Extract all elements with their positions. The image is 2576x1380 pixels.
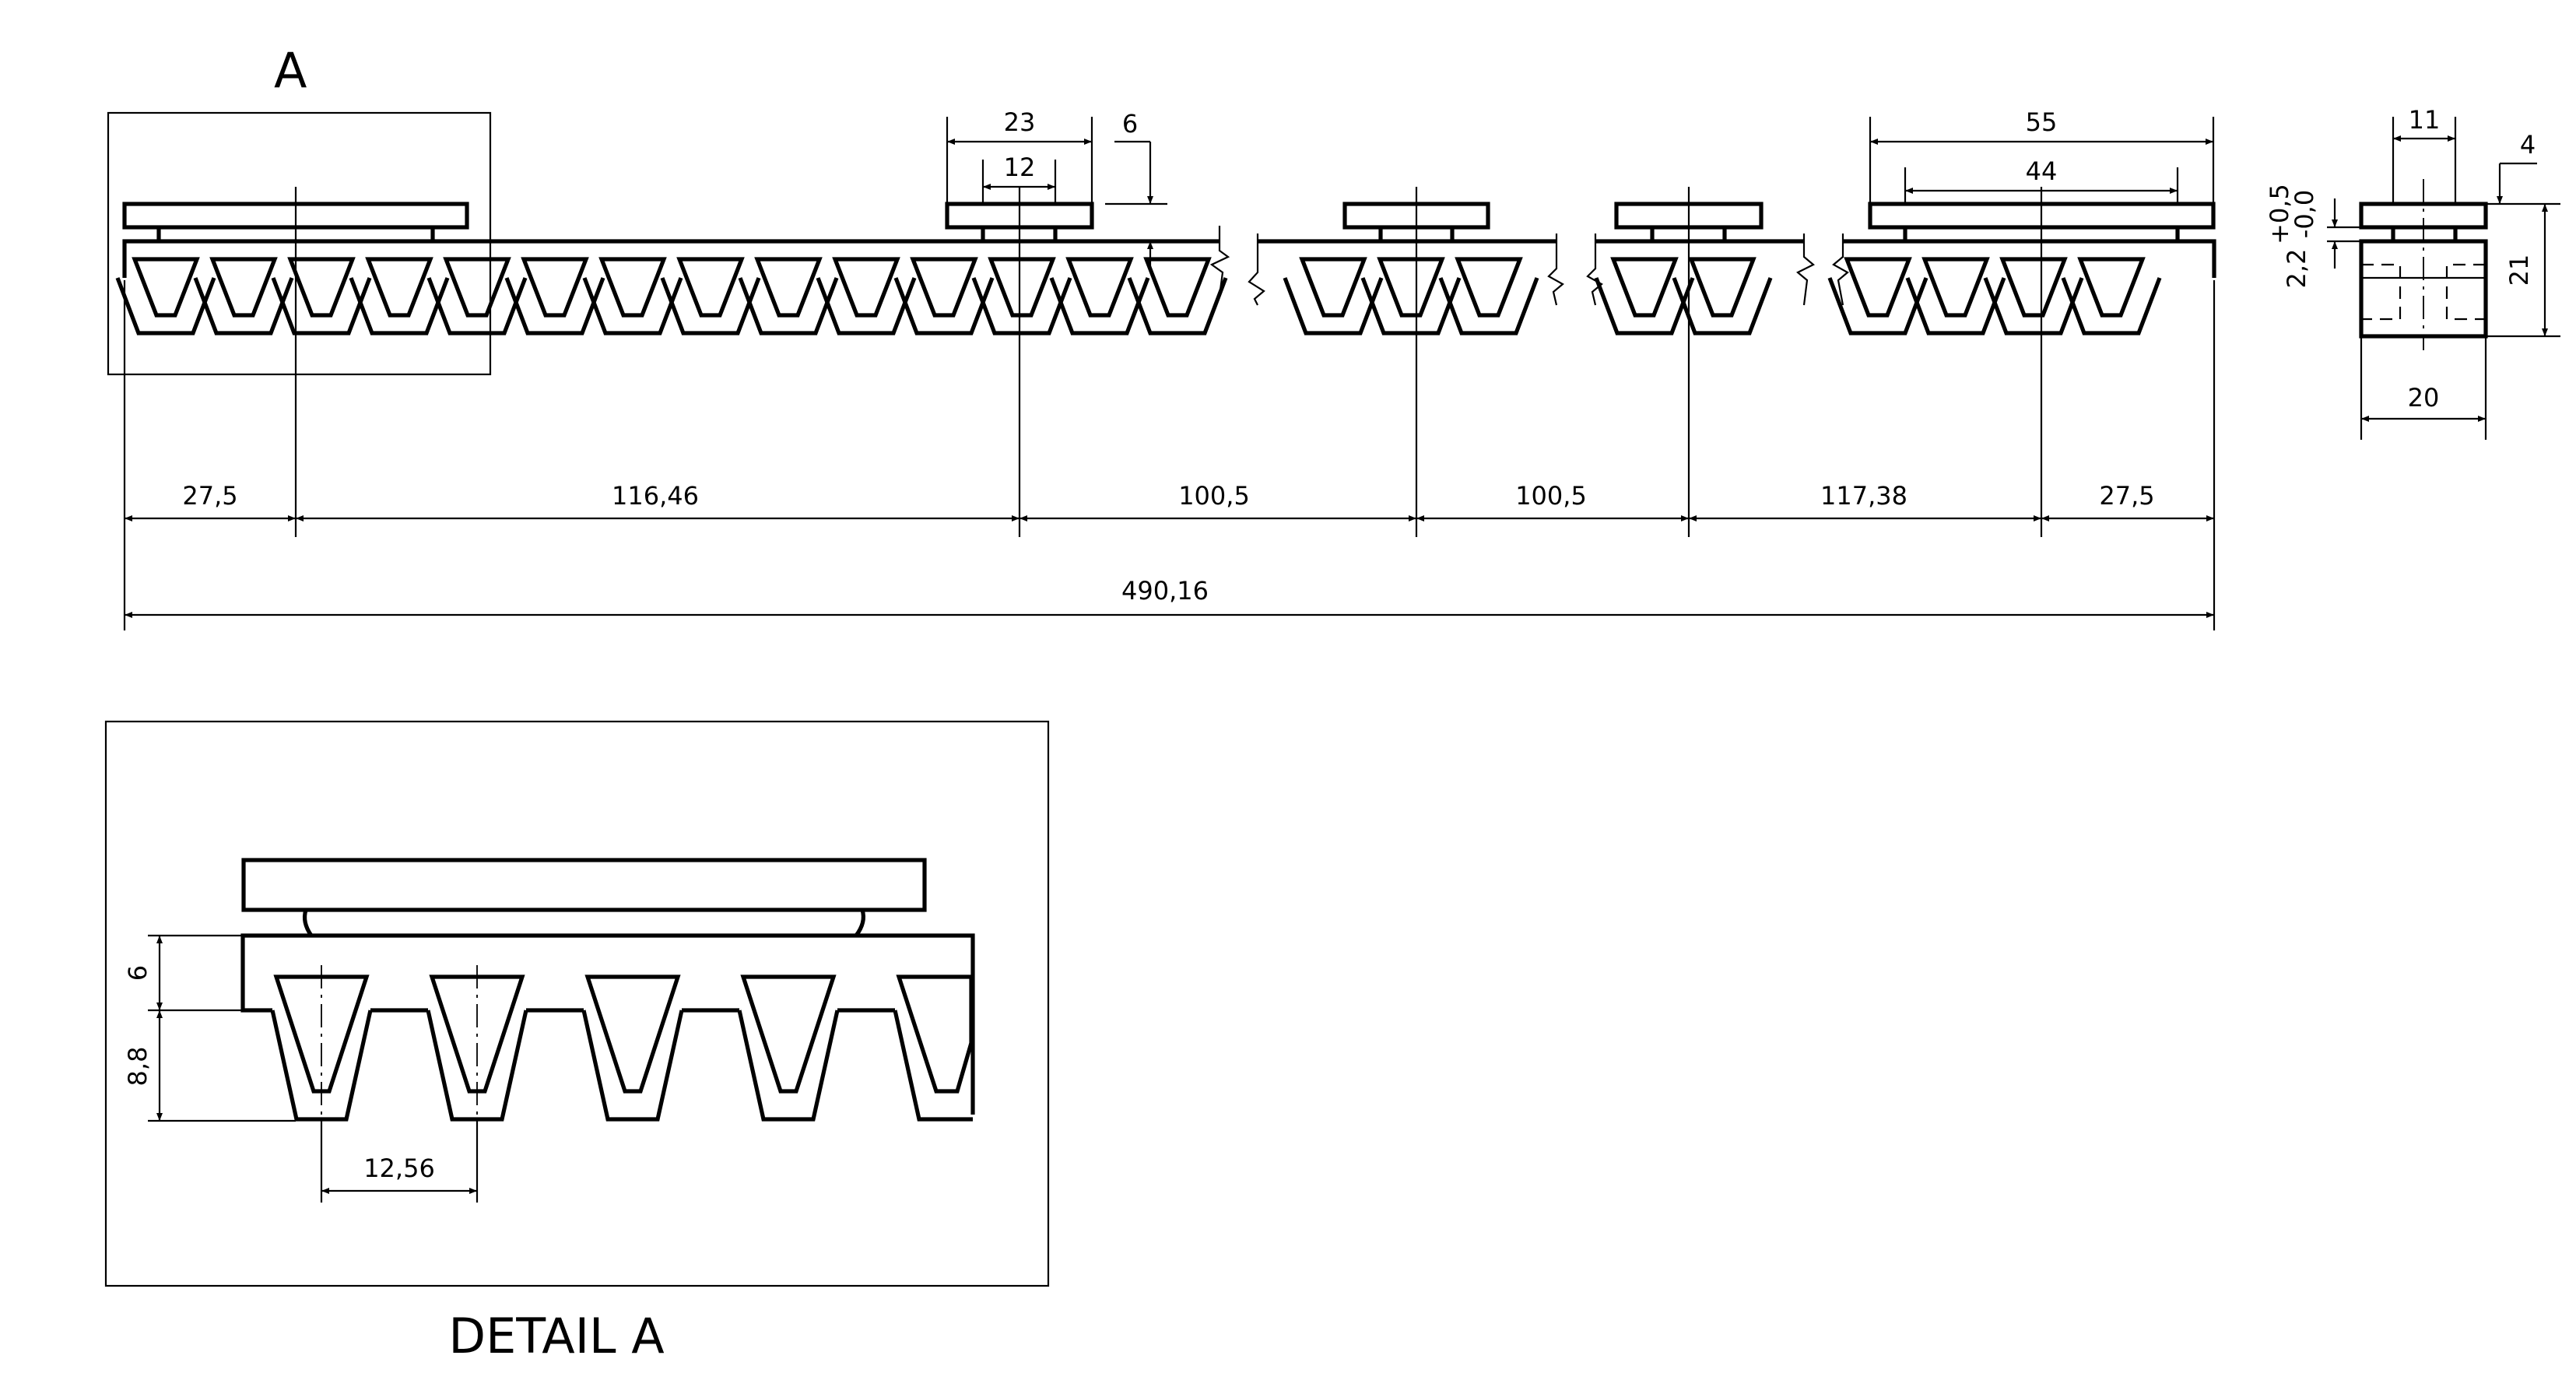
side-view: 11 21 4 2,2 +0,5 -0,0 20 xyxy=(2265,105,2560,440)
dim-pos-1: 27,5 xyxy=(182,481,237,511)
dim-side-width: 20 xyxy=(2408,383,2440,413)
rack-tooth-pocket xyxy=(1455,257,1523,318)
rack-tooth-pocket xyxy=(1921,257,1990,318)
detail-tooth-pocket xyxy=(584,974,681,1094)
detail-tooth-pocket xyxy=(896,974,974,1094)
rack-tooth-outline xyxy=(1283,277,1384,335)
large-plate-dimensions: 55 44 xyxy=(1870,107,2213,194)
rack-tooth-outline xyxy=(816,277,917,335)
dim-overall: 490,16 xyxy=(1121,576,1209,606)
rack-tooth-pocket xyxy=(988,257,1056,318)
dim-detail-pitch: 12,56 xyxy=(363,1154,435,1183)
rack-tooth-outline xyxy=(1438,277,1539,335)
dim-side-tol-minus: -0,0 xyxy=(2290,190,2319,238)
rack-tooth-outline xyxy=(1127,277,1228,335)
detail-tooth-pocket xyxy=(429,974,525,1094)
detail-teeth xyxy=(270,974,974,1122)
rack-tooth-pocket xyxy=(754,257,823,318)
dim-plate-large-hole: 44 xyxy=(2026,156,2058,186)
detail-a-title: DETAIL A xyxy=(448,1308,664,1364)
dim-plate-large-w: 55 xyxy=(2026,107,2058,137)
dim-pos-3: 100,5 xyxy=(1178,481,1250,511)
detail-tooth-outline xyxy=(270,1010,373,1122)
rack-tooth-outline xyxy=(271,277,372,335)
rack-tooth-outline xyxy=(971,277,1072,335)
detail-tooth-pocket xyxy=(740,974,837,1094)
dim-pos-5: 117,38 xyxy=(1820,481,1907,511)
dim-pos-2: 116,46 xyxy=(612,481,699,511)
dim-plate-small-hole: 12 xyxy=(1004,153,1036,182)
rack-tooth-pocket xyxy=(1143,257,1212,318)
rack-tooth-outline xyxy=(426,277,528,335)
rack-teeth xyxy=(115,257,2162,335)
rack-tooth-outline xyxy=(1827,277,1928,335)
rack-tooth-pocket xyxy=(676,257,745,318)
rack-tooth-outline xyxy=(738,277,839,335)
detail-tooth-outline xyxy=(893,1010,973,1122)
rack-tooth-pocket xyxy=(132,257,200,318)
dim-pos-4: 100,5 xyxy=(1515,481,1587,511)
detail-tooth-outline xyxy=(426,1010,528,1122)
main-view: A xyxy=(107,42,2216,630)
rack-tooth-pocket xyxy=(521,257,589,318)
rack-tooth-pocket xyxy=(1610,257,1679,318)
rack-tooth-outline xyxy=(504,277,605,335)
view-label-a: A xyxy=(274,42,307,99)
rack-tooth-pocket xyxy=(1688,257,1757,318)
rack-tooth-outline xyxy=(1049,277,1150,335)
rack-tooth-pocket xyxy=(832,257,900,318)
rack-segment-4 xyxy=(1843,239,2216,278)
position-dimension-chain: 27,5 116,46 100,5 100,5 117,38 27,5 xyxy=(125,481,2214,521)
dim-side-top-w: 11 xyxy=(2409,105,2441,135)
rack-tooth-outline xyxy=(2061,277,2162,335)
dim-plate-small-w: 23 xyxy=(1004,107,1036,137)
rack-tooth-outline xyxy=(893,277,995,335)
rack-tooth-pocket xyxy=(1065,257,1134,318)
rack-tooth-pocket xyxy=(910,257,978,318)
rack-tooth-outline xyxy=(582,277,683,335)
detail-tooth-outline xyxy=(581,1010,684,1122)
dim-detail-6: 6 xyxy=(123,965,153,981)
dim-side-gap: 2,2 xyxy=(2282,249,2311,289)
small-plate-dimensions: 23 12 6 xyxy=(947,107,1153,272)
extension-lines xyxy=(123,117,2216,630)
rack-tooth-outline xyxy=(660,277,761,335)
dim-pos-6: 27,5 xyxy=(2099,481,2154,511)
rack-tooth-pocket xyxy=(443,257,511,318)
dim-detail-8-8: 8,8 xyxy=(123,1047,153,1087)
rack-tooth-pocket xyxy=(1999,257,2068,318)
detail-a-view: 6 8,8 12,56 DETAIL A xyxy=(104,720,1050,1364)
rack-tooth-pocket xyxy=(1377,257,1445,318)
rack-tooth-pocket xyxy=(598,257,667,318)
detail-a-border xyxy=(104,720,1050,1287)
rack-tooth-outline xyxy=(1594,277,1695,335)
rack-tooth-outline xyxy=(349,277,450,335)
detail-a-frame xyxy=(107,111,492,376)
rack-tooth-pocket xyxy=(287,257,356,318)
rack-tooth-outline xyxy=(1905,277,2006,335)
overall-length-dimension: 490,16 xyxy=(125,576,2214,618)
rack-tooth-pocket xyxy=(365,257,433,318)
dim-side-tol-plus: +0,5 xyxy=(2265,184,2294,244)
hole-centerlines xyxy=(294,187,2043,537)
detail-dimensions: 6 8,8 12,56 xyxy=(123,934,479,1203)
mounting-plates xyxy=(122,202,2216,241)
rack-segment-1 xyxy=(122,239,1220,278)
rack-tooth-pocket xyxy=(1299,257,1367,318)
rack-tooth-outline xyxy=(1672,277,1773,335)
rack-tooth-pocket xyxy=(2077,257,2146,318)
rack-tooth-outline xyxy=(1983,277,2084,335)
rack-tooth-outline xyxy=(115,277,216,335)
dim-offset-6: 6 xyxy=(1122,109,1138,139)
rack-tooth-pocket xyxy=(209,257,278,318)
dim-side-height: 21 xyxy=(2504,255,2534,286)
detail-tooth-pocket xyxy=(273,974,370,1094)
rack-tooth-outline xyxy=(193,277,294,335)
dim-side-4: 4 xyxy=(2520,130,2536,160)
rack-tooth-outline xyxy=(1360,277,1462,335)
rack-tooth-pocket xyxy=(1844,257,1912,318)
break-lines xyxy=(1209,226,1849,306)
detail-tooth-outline xyxy=(737,1010,840,1122)
